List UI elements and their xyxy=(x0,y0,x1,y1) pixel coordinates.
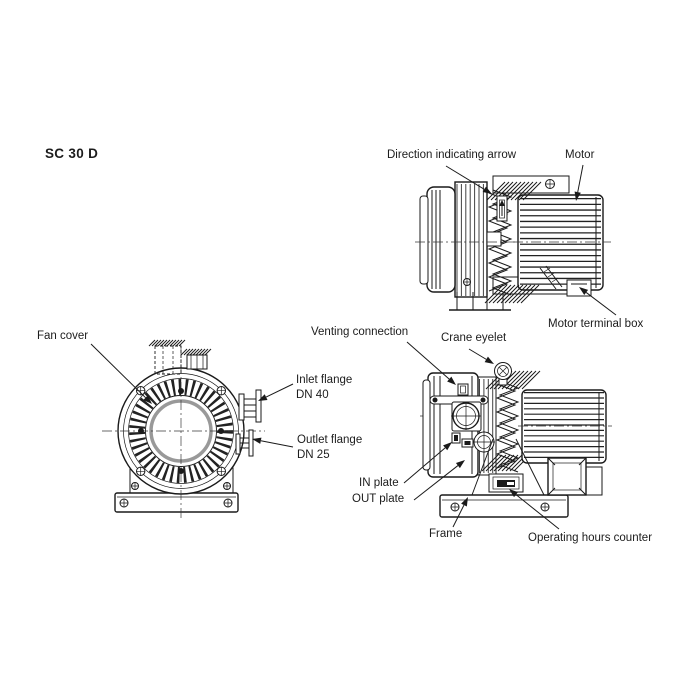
fan-cover-cap xyxy=(419,186,456,293)
callout-motor: Motor xyxy=(565,149,595,161)
callout-crane-eyelet: Crane eyelet xyxy=(441,332,507,344)
callout-operating-hours-counter: Operating hours counter xyxy=(528,532,653,544)
outlet-flange-drawing xyxy=(235,429,254,457)
callout-motor-terminal-box: Motor terminal box xyxy=(548,318,644,330)
side-view-drawing xyxy=(415,175,611,311)
callout-venting-connection: Venting connection xyxy=(311,326,409,338)
callout-outlet-flange: Outlet flange DN 25 xyxy=(297,434,363,461)
callout-out-plate: OUT plate xyxy=(352,493,405,505)
inlet-flange-drawing xyxy=(238,389,262,423)
side-view-frame-drawing xyxy=(420,362,612,518)
callout-direction-indicating-arrow: Direction indicating arrow xyxy=(387,149,517,161)
callout-inlet-flange: Inlet flange DN 40 xyxy=(296,374,353,401)
callout-in-plate: IN plate xyxy=(359,477,399,489)
fin-section xyxy=(481,370,541,473)
front-view-drawing xyxy=(102,339,265,518)
direction-arrow-plate xyxy=(496,195,508,222)
in-plate-drawing xyxy=(451,432,461,444)
venting-connection-drawing xyxy=(457,383,469,396)
frame-drawing xyxy=(439,494,569,518)
crane-eyelet-drawing xyxy=(494,362,512,386)
out-plate-drawing xyxy=(461,438,474,448)
motor-drawing xyxy=(518,389,612,464)
pump-feet xyxy=(449,292,511,311)
page-title: SC 30 D xyxy=(45,146,99,161)
top-attachments xyxy=(148,339,212,375)
inlet-flange-face xyxy=(451,401,482,432)
outlet-flange-face xyxy=(473,431,495,453)
support-stand xyxy=(471,438,545,496)
operating-hours-counter-drawing xyxy=(488,473,524,493)
cover-bolts xyxy=(131,386,231,490)
callout-frame: Frame xyxy=(429,528,463,540)
motor-drawing xyxy=(513,194,611,291)
motor-terminal-box-drawing xyxy=(547,457,587,496)
callout-fan-cover: Fan cover xyxy=(37,330,89,342)
motor-foot xyxy=(585,466,603,496)
